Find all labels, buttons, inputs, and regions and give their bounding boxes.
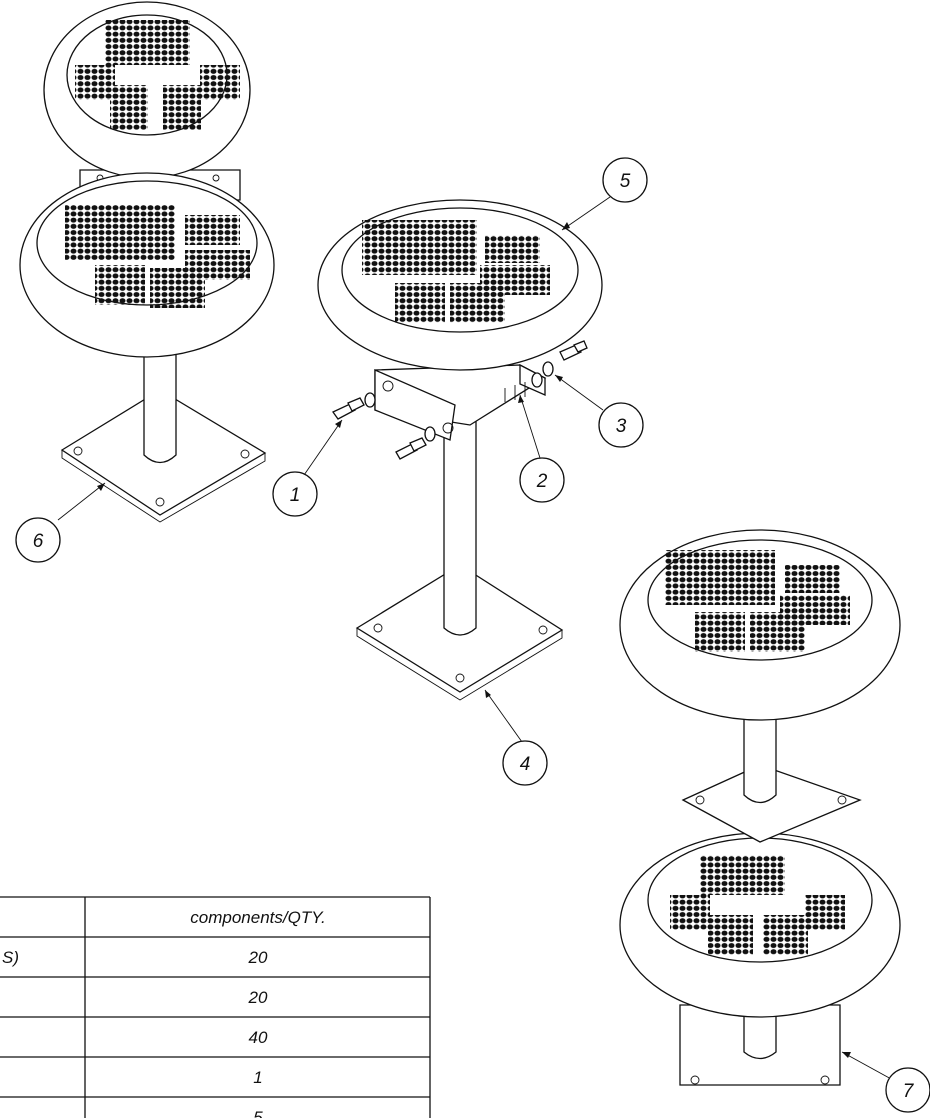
table-header-components: components/QTY. [190, 908, 325, 927]
seat-hole-pattern [65, 205, 250, 308]
svg-text:4: 4 [520, 754, 531, 775]
seat-hole-pattern [75, 20, 240, 130]
table-cell-description: S) [2, 948, 19, 967]
callout-5: 5 [602, 157, 648, 203]
callout-6: 6 [15, 517, 61, 563]
svg-text:1: 1 [290, 485, 301, 506]
table-cell-qty: 1 [253, 1068, 262, 1087]
svg-text:6: 6 [33, 531, 44, 552]
svg-text:7: 7 [903, 1081, 915, 1102]
table-cell-qty: 5 [253, 1108, 263, 1118]
callout-4: 4 [502, 740, 548, 786]
stool-assembly-7 [619, 529, 901, 1086]
table-cell-qty: 20 [248, 988, 268, 1007]
leader-lines [57, 196, 894, 1081]
svg-text:2: 2 [536, 471, 548, 492]
stool-assembly-6 [19, 1, 275, 523]
stool-assembly-center [317, 199, 603, 701]
bolt-and-washer-3 [531, 340, 588, 388]
callout-7: 7 [885, 1067, 930, 1113]
seat-hole-pattern [670, 855, 845, 955]
svg-text:5: 5 [620, 171, 631, 192]
parts-table: components/QTY. S) 20 20 40 1 5 [0, 896, 431, 1118]
table-cell-qty: 40 [249, 1028, 268, 1047]
seat-hole-pattern [362, 220, 550, 323]
callout-2: 2 [519, 457, 565, 503]
callout-3: 3 [598, 402, 644, 448]
callout-1: 1 [272, 471, 318, 517]
bolt-and-washer-1 [332, 392, 436, 460]
table-cell-qty: 20 [248, 948, 268, 967]
seat-hole-pattern [665, 550, 850, 652]
svg-text:3: 3 [616, 416, 627, 437]
